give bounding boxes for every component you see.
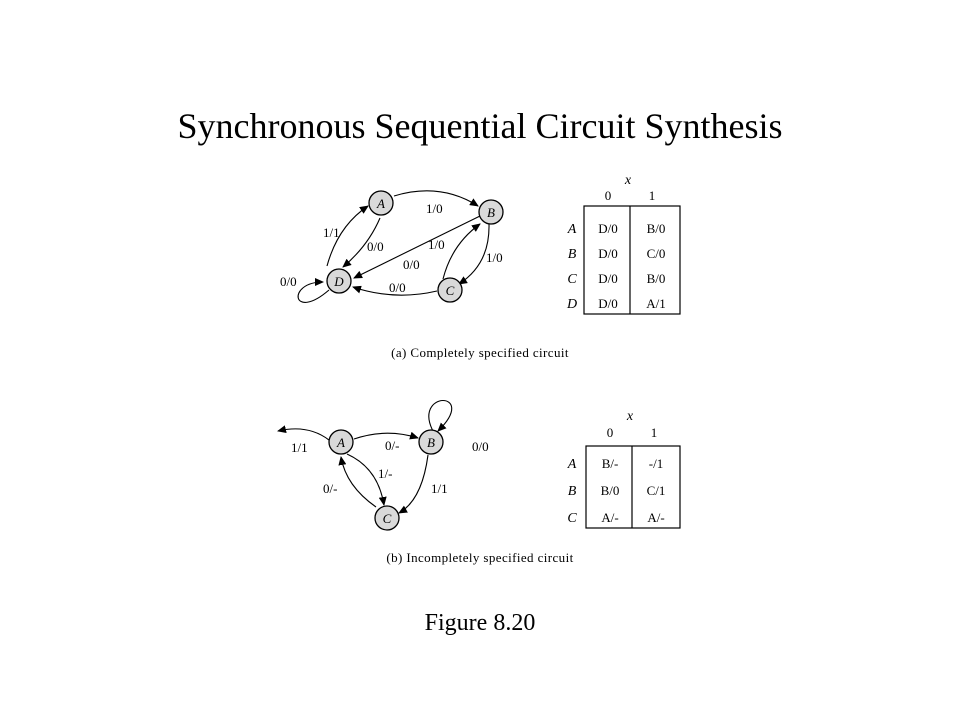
table-a-cell: D/0 [598,246,618,261]
edge-d-self [297,278,330,303]
edge-label-d-self: 0/0 [280,274,297,289]
table-b-col-0: 0 [607,425,614,440]
table-a-cell: C/0 [647,246,666,261]
edge-a-output [277,425,330,441]
state-node-b [478,199,504,225]
edge-label-b-c: 1/0 [486,250,503,265]
state-node-a [368,190,394,216]
caption-a: (a) Completely specified circuit [391,345,569,360]
table-a-border [583,205,681,315]
table-a-row-state: A [567,222,577,237]
state-node-b-label: B [487,205,495,220]
edge-b-to-d [353,215,481,279]
edge-a-to-d [342,217,381,268]
edge-d-to-a [326,205,369,267]
edge-label-b-c: 1/1 [431,481,448,496]
state-node-a-label: A [376,196,385,211]
edge-label-d-b: 1/0 [428,237,445,252]
table-b-row-state: A [567,457,577,472]
state-node-a [328,429,354,455]
state-table-b: x 0 1 A B/- -/1 B B/0 C/1 C A/- A/- [567,409,681,529]
state-diagram-a: A B C D 1/0 0/0 1/1 0/0 1/0 1/0 0/0 0/0 [280,190,504,303]
table-a-cell: B/0 [647,271,666,286]
table-a-cell: B/0 [647,221,666,236]
table-b-row-state: C [567,511,577,526]
edge-a-to-c [346,453,387,506]
edge-b-self [428,399,453,434]
edge-b-to-c [398,454,429,514]
edge-label-b-self: 0/0 [472,439,489,454]
edge-label-d-a: 1/1 [323,225,340,240]
edge-a-to-b [353,431,419,440]
edge-c-to-b [442,223,481,280]
table-a-cell: A/1 [646,296,666,311]
state-node-d-label: D [333,274,344,289]
state-node-b-label: B [427,435,435,450]
edge-b-to-c [458,223,490,285]
table-b-cell: -/1 [649,456,663,471]
table-b-cell: A/- [601,510,618,525]
table-a-row-state: D [566,297,577,312]
edge-label-c-a: 0/- [323,481,337,496]
table-a-row-state: C [567,272,577,287]
table-b-input-var: x [626,409,634,424]
edge-label-a-d: 0/0 [367,239,384,254]
table-a-row-state: B [568,247,577,262]
state-diagram-b: A B C 1/1 0/- 0/0 0/- 1/- 1/1 [277,399,489,531]
table-b-col-1: 1 [651,425,658,440]
table-a-cell: D/0 [598,271,618,286]
table-b-row-state: B [568,484,577,499]
table-a-input-var: x [624,173,632,188]
table-a-col-0: 0 [605,188,612,203]
edge-label-a-out: 1/1 [291,440,308,455]
table-a-col-1: 1 [649,188,656,203]
caption-b: (b) Incompletely specified circuit [386,550,573,565]
edge-label-a-b: 1/0 [426,201,443,216]
state-node-a-label: A [336,435,345,450]
state-node-c-label: C [446,283,455,298]
edge-a-to-b [393,190,479,207]
table-a-cell: D/0 [598,221,618,236]
page-title: Synchronous Sequential Circuit Synthesis [177,106,783,146]
table-b-cell: A/- [647,510,664,525]
state-node-c-label: C [383,511,392,526]
state-table-a: x 0 1 A D/0 B/0 B D/0 C/0 C D/0 B/0 D D/… [566,173,681,315]
edge-label-c-d: 0/0 [389,280,406,295]
state-node-b [418,429,444,455]
table-a-cell: D/0 [598,296,618,311]
table-b-cell: B/- [602,456,619,471]
figure-label: Figure 8.20 [424,610,536,636]
edge-c-to-d [352,285,438,296]
table-b-cell: B/0 [601,483,620,498]
state-node-c [374,505,400,531]
table-b-border [585,445,681,529]
edge-c-to-a [338,456,377,508]
edge-label-b-d: 0/0 [403,257,420,272]
table-b-cell: C/1 [647,483,666,498]
edge-label-a-b: 0/- [385,438,399,453]
edge-label-a-c: 1/- [378,466,392,481]
state-node-d [326,268,352,294]
state-node-c [437,277,463,303]
